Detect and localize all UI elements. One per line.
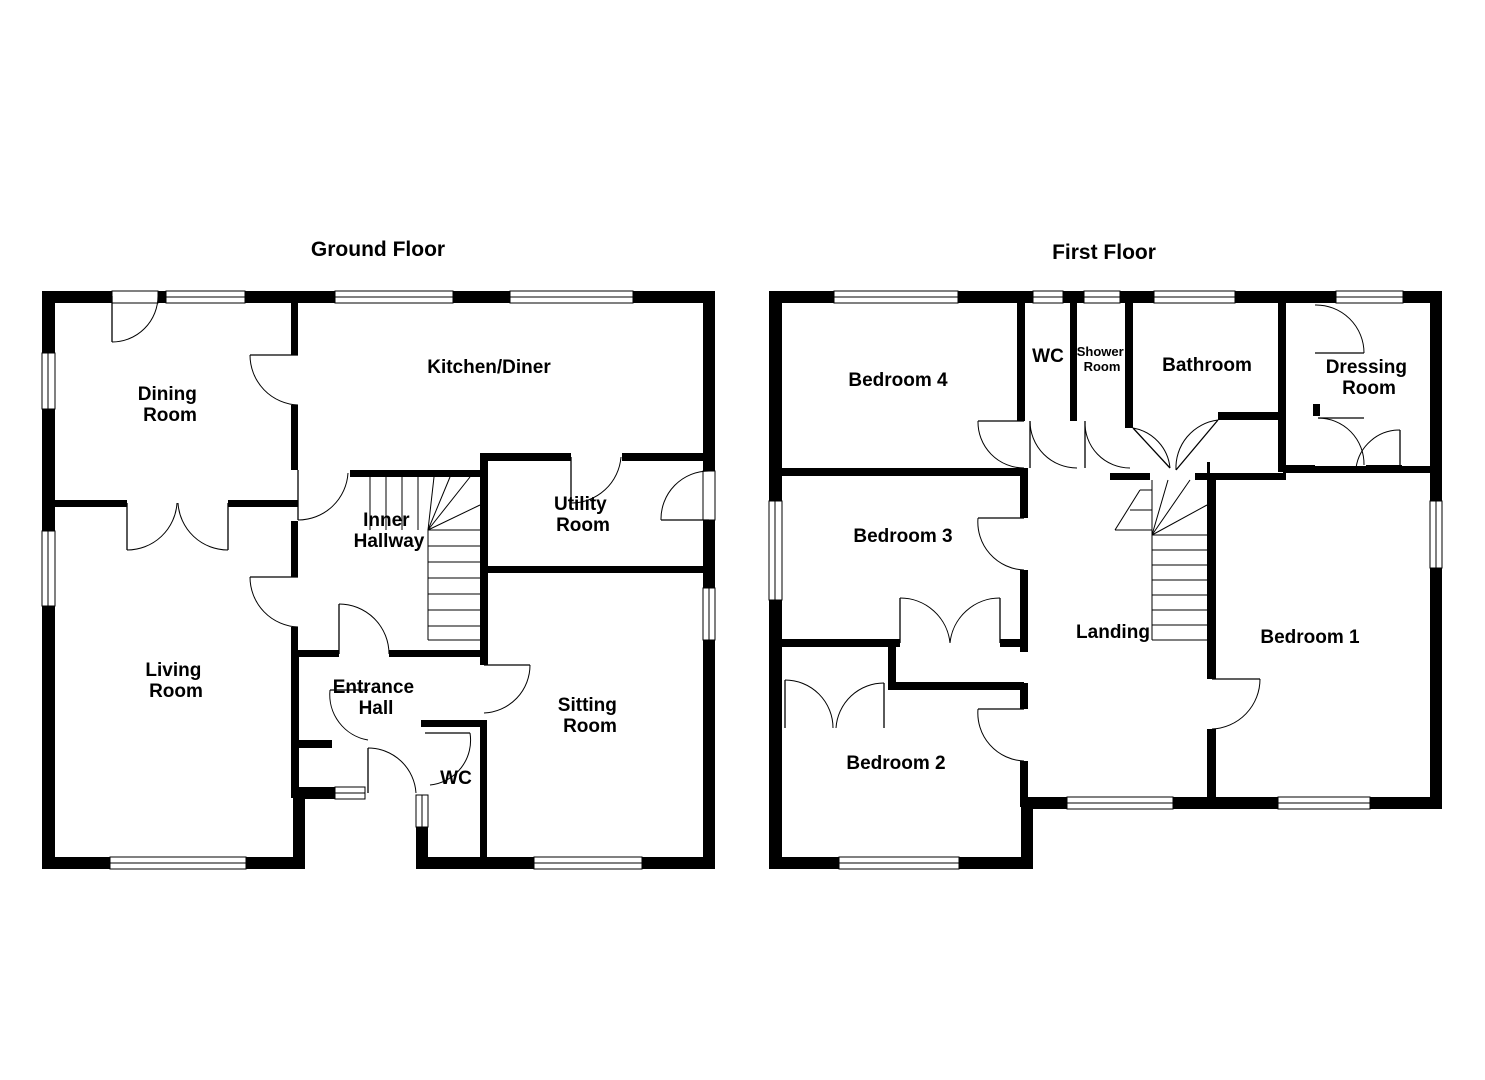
label-kitchen-diner: Kitchen/Diner <box>427 357 551 378</box>
label-bedroom-2: Bedroom 2 <box>846 753 945 774</box>
first-floor-walls <box>769 291 1442 869</box>
label-dining-room: Dining Room <box>138 384 202 426</box>
ground-floor-doors <box>111 290 716 794</box>
ground-floor-windows <box>41 290 716 870</box>
label-landing: Landing <box>1076 622 1150 643</box>
room-labels: Dining Room Kitchen/Diner Inner Hallway … <box>138 344 1413 789</box>
ground-floor-title: Ground Floor <box>311 238 445 261</box>
first-floor-stairs <box>1114 479 1208 641</box>
label-bedroom-3: Bedroom 3 <box>853 526 952 547</box>
label-bedroom-1: Bedroom 1 <box>1260 627 1360 648</box>
first-floor-windows <box>768 290 1443 870</box>
label-entrance-hall: Entrance Hall <box>333 677 420 719</box>
label-utility-room: Utility Room <box>554 494 612 536</box>
label-living-room: Living Room <box>145 660 206 702</box>
ground-floor-walls <box>42 291 715 869</box>
label-bathroom: Bathroom <box>1162 355 1252 376</box>
ground-floor-stairs <box>369 476 481 641</box>
label-dressing-room: Dressing Room <box>1326 357 1413 399</box>
label-ground-wc: WC <box>440 768 472 789</box>
first-floor-doors <box>784 304 1401 762</box>
label-sitting-room: Sitting Room <box>558 695 622 737</box>
label-bedroom-4: Bedroom 4 <box>848 370 948 391</box>
label-shower-room: Shower Room <box>1077 344 1128 374</box>
label-inner-hallway: Inner Hallway <box>354 510 425 552</box>
first-floor-title: First Floor <box>1052 241 1156 264</box>
label-first-wc: WC <box>1032 346 1064 367</box>
